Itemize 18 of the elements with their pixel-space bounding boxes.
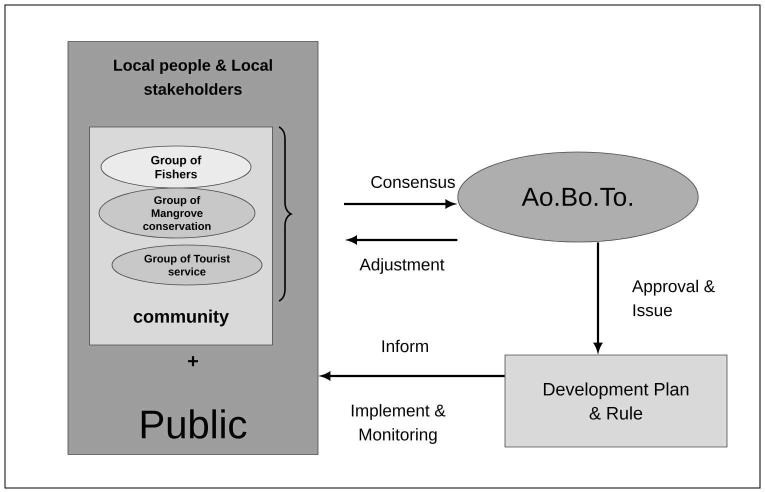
oval: Group of Fishers [100,146,252,188]
oval: Ao.Bo.To. [457,152,699,242]
arrow [321,372,505,380]
arrow [344,200,454,208]
oval: Group of Mangrove conservation [98,188,256,238]
oval: Group of Tourist service [112,244,262,286]
heading: Local people & Local stakeholders [114,59,272,95]
edge-label: Approval & Issue [632,280,715,316]
edge-label: Adjustment [360,258,444,274]
panel-box: Development Plan & Rule [504,354,728,448]
edge-label: Inform [382,340,428,352]
heading: Public [142,409,246,439]
note-text: Implement & Monitoring [352,404,446,444]
arrow [594,242,602,352]
heading: community [134,310,229,326]
edge-label: Consensus [371,176,455,188]
arrow [348,236,458,244]
plus-sign: + [188,356,198,366]
